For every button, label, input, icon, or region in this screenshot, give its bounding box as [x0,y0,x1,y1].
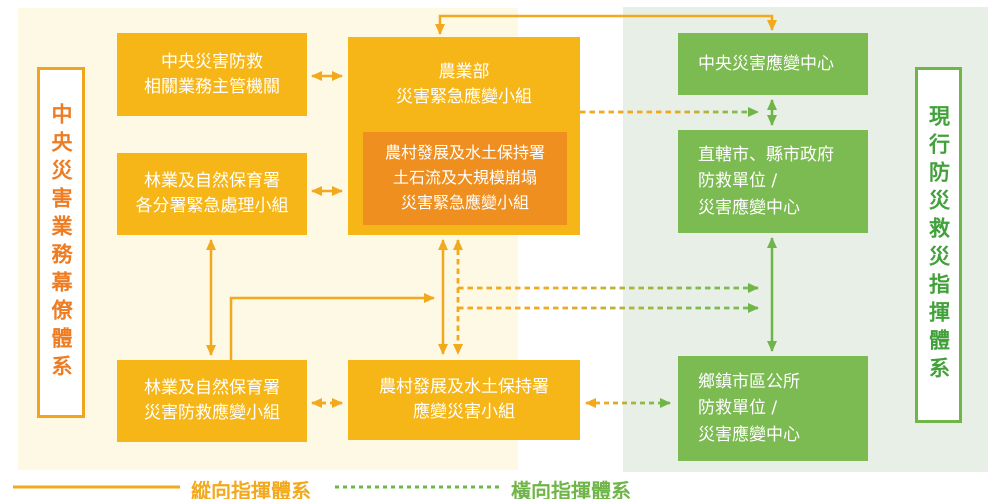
box-ardswc-landslide-team: 農村發展及水土保持署 土石流及大規模崩塌 災害緊急應變小組 [363,132,567,225]
box-line: 農村發展及水土保持署 [379,377,549,398]
box-line: 災害應變中心 [698,424,800,445]
arrow-top-bridge-moa-centraleoc [435,14,777,35]
box-central-eoc: 中央災害應變中心 [678,33,868,95]
box-line: 直轄市、縣市政府 [698,144,834,165]
box-line: 農村發展及水土保持署 [384,143,545,163]
box-line: 林業及自然保育署 [144,378,280,399]
right-system-label: 現行防災救災指揮體系 [915,67,962,423]
legend-horizontal-command-label: 橫向指揮體系 [511,479,631,499]
box-line: 應變災害小組 [413,402,515,422]
arrow-forestryresponse-elbow [229,293,435,360]
box-ardswc-response-team: 農村發展及水土保持署 應變災害小組 [348,360,580,440]
box-moa-title: 農業部 災害緊急應變小組 [348,37,580,132]
box-township-eoc: 鄉鎮市區公所 防救單位 / 災害應變中心 [678,356,868,461]
box-municipal-eoc: 直轄市、縣市政府 防救單位 / 災害應變中心 [678,130,868,233]
box-line: 相關業務主管機關 [144,76,280,97]
left-system-label-text: 中央災害業務幕僚體系 [49,102,73,383]
box-line: 災害應變中心 [698,197,800,218]
box-competent-agencies: 中央災害防救 相關業務主管機關 [117,33,307,116]
box-line: 各分署緊急處理小組 [135,196,289,216]
left-system-label: 中央災害業務幕僚體系 [37,67,85,418]
box-line: 中央災害防救 [161,51,263,72]
box-line: 農業部 [438,61,490,82]
box-line: 防救單位 / [698,398,778,419]
box-line: 災害防救應變小組 [144,403,280,423]
box-line: 林業及自然保育署 [144,171,280,192]
box-forestry-branch-team: 林業及自然保育署 各分署緊急處理小組 [117,153,307,235]
box-moa-emergency-team: 農業部 災害緊急應變小組 農村發展及水土保持署 土石流及大規模崩塌 災害緊急應變… [348,37,580,235]
legend-vertical-command-label: 縱向指揮體系 [191,479,311,499]
box-line: 災害緊急應變小組 [400,192,529,212]
box-line: 鄉鎮市區公所 [698,371,800,392]
box-line: 土石流及大規模崩塌 [392,168,537,188]
box-line: 災害緊急應變小組 [396,86,532,107]
box-line: 中央災害應變中心 [698,53,834,74]
box-forestry-response-team: 林業及自然保育署 災害防救應變小組 [117,360,307,442]
box-line: 防救單位 / [698,171,778,192]
right-system-label-text: 現行防災救災指揮體系 [926,105,951,385]
